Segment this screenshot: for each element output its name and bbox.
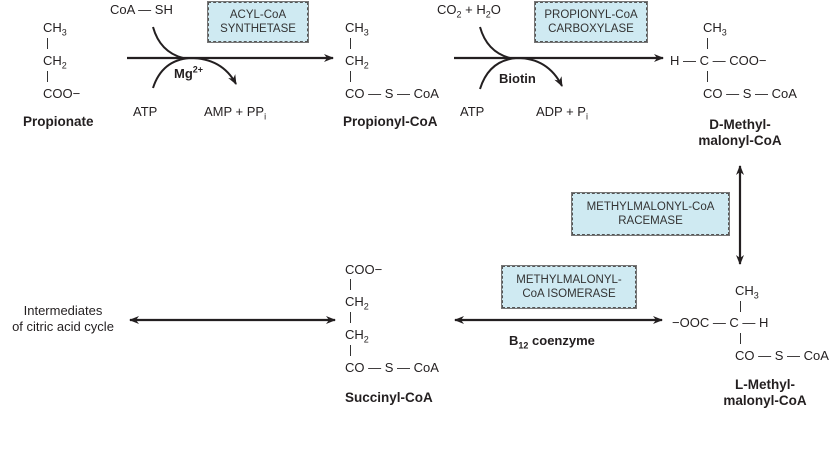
citric-acid-cycle-label: Intermediates of citric acid cycle [2,303,124,335]
reaction1-cofactor: Mg2+ [174,64,204,81]
propionate-ch3: CH3 [43,20,67,38]
succinyl-ch2-b: CH2 [345,327,369,345]
label-line1: L-Methyl- [735,377,795,392]
reaction2-output-curve [479,56,563,90]
enzyme-line1: METHYLMALONYL- [516,274,622,286]
bond [707,71,708,82]
reaction2-released: ADP + Pi [536,104,588,122]
propionyl-coa-label: Propionyl-CoA [343,114,438,129]
enzyme-line2: CARBOXYLASE [548,23,634,35]
enzyme-line2: CoA ISOMERASE [522,288,616,300]
bond [350,345,351,356]
enzyme-methylmalonyl-coa-isomerase: METHYLMALONYL- CoA ISOMERASE [501,265,637,309]
reaction2-cofactor: Biotin [499,71,536,86]
propionate-ch2: CH2 [43,53,67,71]
bond [740,301,741,312]
bond [350,71,351,82]
label-line1: D-Methyl- [709,117,771,132]
reaction1-input: CoA — SH [110,2,173,17]
label-line2: malonyl-CoA [698,133,782,148]
propionate-coo: COO− [43,86,81,101]
enzyme-line1: METHYLMALONYL-CoA [586,201,715,213]
reaction2-input: CO2 + H2O [437,2,501,20]
reaction1-released: AMP + PPi [204,104,267,122]
enzyme-propionyl-coa-carboxylase: PROPIONYL-CoA CARBOXYLASE [534,1,648,43]
reaction1-atp: ATP [133,104,158,119]
label-line1: Intermediates [23,303,103,318]
label-line2: malonyl-CoA [723,393,807,408]
label-line2: of citric acid cycle [12,319,114,334]
reaction2-atp: ATP [460,104,485,119]
d-mm-ch3: CH3 [703,20,727,38]
l-mm-ch3: CH3 [735,283,759,301]
propionyl-ch2: CH2 [345,53,369,71]
succinyl-thioester: CO — S — CoA [345,360,439,375]
reaction2-input-curve [479,26,511,59]
propionyl-ch3: CH3 [345,20,369,38]
reaction1-output-curve [152,56,237,89]
propionate-label: Propionate [23,114,94,129]
bond [740,333,741,344]
bond [350,312,351,323]
d-mm-center: H — C — COO− [670,53,767,68]
enzyme-line2: RACEMASE [618,215,683,227]
l-methylmalonyl-coa-label: L-Methyl- malonyl-CoA [715,377,815,409]
bond [707,38,708,49]
succinyl-coo: COO− [345,262,383,277]
bond [47,38,48,49]
l-mm-center: −OOC — C — H [672,315,769,330]
propionyl-thioester: CO — S — CoA [345,86,439,101]
bond [47,71,48,82]
reaction4-cofactor: B12 coenzyme [509,333,595,351]
bond [350,279,351,290]
d-methylmalonyl-coa-label: D-Methyl- malonyl-CoA [690,117,790,149]
enzyme-line1: ACYL-CoA [229,9,287,21]
enzyme-acyl-coa-synthetase: ACYL-CoA SYNTHETASE [207,1,309,43]
enzyme-line2: SYNTHETASE [220,23,296,35]
d-mm-thioester: CO — S — CoA [703,86,797,101]
bond [350,38,351,49]
succinyl-coa-label: Succinyl-CoA [345,390,433,405]
l-mm-thioester: CO — S — CoA [735,348,829,363]
succinyl-ch2-a: CH2 [345,294,369,312]
enzyme-methylmalonyl-coa-racemase: METHYLMALONYL-CoA RACEMASE [571,192,730,236]
reaction1-input-curve [152,26,184,59]
enzyme-line1: PROPIONYL-CoA [544,9,638,21]
